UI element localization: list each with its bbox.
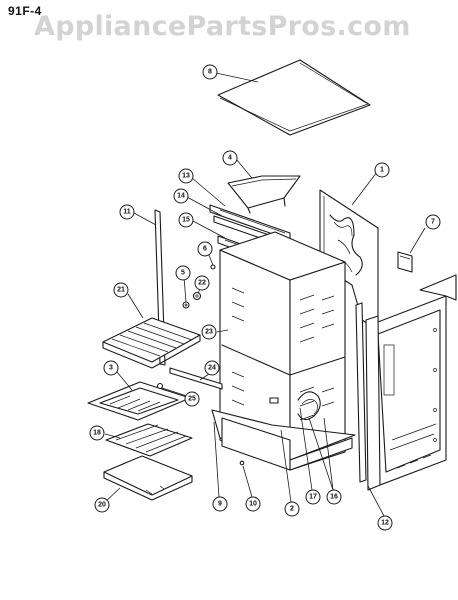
callout-13: 13 (178, 168, 194, 184)
svg-text:25: 25 (188, 396, 196, 403)
svg-text:16: 16 (330, 494, 338, 501)
part-side-strip (355, 302, 367, 483)
callout-4: 4 (222, 150, 238, 166)
svg-text:9: 9 (218, 501, 222, 508)
svg-text:14: 14 (177, 193, 185, 200)
callout-3: 3 (103, 360, 119, 376)
part-broiler-pan (87, 381, 191, 421)
callout-11: 11 (119, 204, 135, 220)
part-oven-rack (102, 317, 201, 369)
callout-2: 2 (284, 501, 300, 517)
part-top-panel (217, 59, 371, 136)
svg-text:5: 5 (181, 270, 185, 277)
svg-text:3: 3 (109, 365, 113, 372)
svg-text:15: 15 (182, 217, 190, 224)
svg-text:17: 17 (309, 494, 317, 501)
svg-text:11: 11 (123, 209, 131, 216)
callout-1: 1 (374, 162, 390, 178)
callout-15: 15 (178, 212, 194, 228)
callout-21: 21 (113, 282, 129, 298)
callout-24: 24 (204, 360, 220, 376)
callout-5: 5 (175, 265, 191, 281)
callout-18: 18 (89, 425, 105, 441)
watermark: AppliancePartsPros.com (34, 11, 411, 42)
callout-7: 7 (425, 214, 441, 230)
svg-text:1: 1 (380, 167, 384, 174)
callout-25: 25 (184, 391, 200, 407)
part-oven-body (219, 231, 346, 471)
callout-10: 10 (245, 496, 261, 512)
part-rail-24 (156, 367, 223, 390)
callout-12: 12 (377, 515, 393, 531)
part-pan-liner (103, 455, 193, 501)
part-bracket-7 (397, 251, 413, 273)
callout-23: 23 (201, 324, 217, 340)
callouts: 8 4 1 13 14 15 11 7 6 5 22 21 23 24 3 25… (89, 64, 441, 531)
svg-text:2: 2 (290, 506, 294, 513)
callout-22: 22 (194, 275, 210, 291)
svg-text:13: 13 (182, 173, 190, 180)
svg-text:22: 22 (198, 280, 206, 287)
svg-text:23: 23 (205, 329, 213, 336)
callout-8: 8 (202, 64, 218, 80)
svg-text:10: 10 (249, 501, 257, 508)
callout-20: 20 (94, 497, 110, 513)
callout-6: 6 (197, 241, 213, 257)
svg-text:8: 8 (208, 69, 212, 76)
part-door-frame (365, 274, 457, 491)
svg-text:18: 18 (93, 430, 101, 437)
svg-text:6: 6 (203, 246, 207, 253)
svg-text:20: 20 (98, 502, 106, 509)
callout-17: 17 (305, 489, 321, 505)
part-broiler-grid (105, 423, 193, 457)
svg-text:12: 12 (381, 520, 389, 527)
part-vent-duct (227, 175, 301, 214)
svg-text:21: 21 (117, 287, 125, 294)
svg-text:4: 4 (228, 155, 232, 162)
page-code: 91F-4 (8, 4, 42, 18)
svg-text:24: 24 (208, 365, 216, 372)
callout-9: 9 (212, 496, 228, 512)
part-hardware (182, 264, 245, 466)
callout-14: 14 (173, 188, 189, 204)
svg-text:7: 7 (431, 219, 435, 226)
callout-16: 16 (326, 489, 342, 505)
